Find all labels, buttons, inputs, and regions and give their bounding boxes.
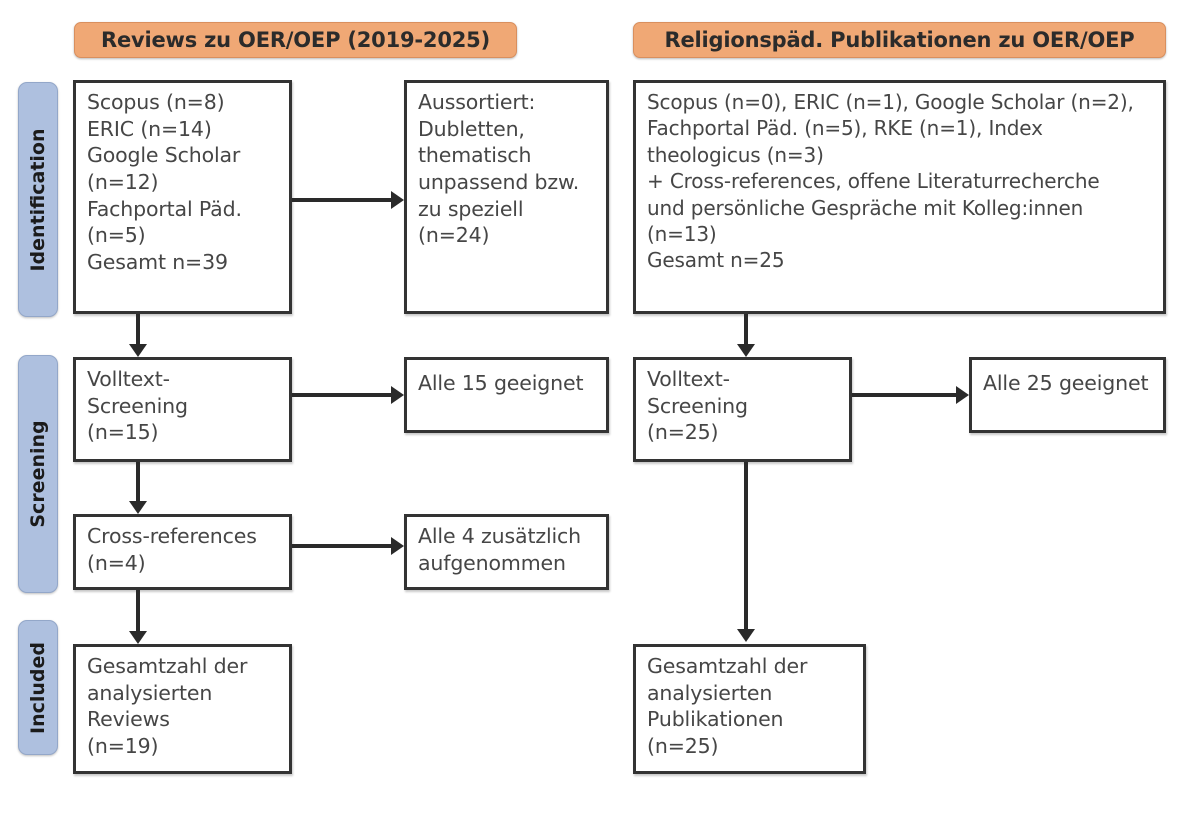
right-screening-box: Volltext- Screening (n=25)	[633, 357, 852, 462]
left-screening-result-box: Alle 15 geeignet	[404, 357, 609, 433]
stage-label-included: Included	[18, 620, 58, 755]
stage-label-identification-text: Identification	[27, 127, 49, 272]
connector-left-crossref-to-included	[136, 590, 140, 634]
stage-label-screening-text: Screening	[27, 420, 49, 528]
left-excluded-box: Aussortiert: Dubletten, thematisch unpas…	[404, 80, 609, 314]
connector-right-identification-to-screening	[744, 314, 748, 347]
connector-left-crossref-to-result	[292, 544, 391, 548]
arrowhead-right-screening-to-included	[737, 629, 755, 642]
arrowhead-right-identification-to-screening	[737, 344, 755, 357]
arrowhead-left-screening-to-crossref	[129, 501, 147, 514]
right-screening-result-box: Alle 25 geeignet	[969, 357, 1166, 433]
connector-left-identification-to-screening	[136, 314, 140, 347]
left-identification-box: Scopus (n=8) ERIC (n=14) Google Scholar …	[73, 80, 292, 314]
arrowhead-left-identification-to-screening	[129, 344, 147, 357]
stage-label-identification: Identification	[18, 82, 58, 317]
left-included-box: Gesamtzahl der analysierten Reviews (n=1…	[73, 644, 292, 774]
connector-left-identification-to-excluded	[292, 198, 391, 202]
arrowhead-left-crossref-to-result	[391, 537, 404, 555]
column-header-left: Reviews zu OER/OEP (2019-2025)	[74, 22, 517, 58]
connector-right-screening-to-result	[852, 393, 956, 397]
stage-label-screening: Screening	[18, 355, 58, 593]
left-screening-box: Volltext- Screening (n=15)	[73, 357, 292, 462]
connector-left-screening-to-crossref	[136, 462, 140, 504]
arrowhead-right-screening-to-result	[956, 386, 969, 404]
left-crossref-result-box: Alle 4 zusätzlich aufgenommen	[404, 514, 609, 590]
column-header-right: Religionspäd. Publikationen zu OER/OEP	[633, 22, 1166, 58]
connector-left-screening-to-result	[292, 393, 391, 397]
right-identification-box: Scopus (n=0), ERIC (n=1), Google Scholar…	[633, 80, 1166, 314]
left-crossref-box: Cross-references (n=4)	[73, 514, 292, 590]
arrowhead-left-identification-to-excluded	[391, 191, 404, 209]
stage-label-included-text: Included	[27, 641, 49, 734]
right-included-box: Gesamtzahl der analysierten Publikatione…	[633, 644, 866, 774]
arrowhead-left-screening-to-result	[391, 386, 404, 404]
connector-right-screening-to-included	[744, 462, 748, 632]
arrowhead-left-crossref-to-included	[129, 631, 147, 644]
